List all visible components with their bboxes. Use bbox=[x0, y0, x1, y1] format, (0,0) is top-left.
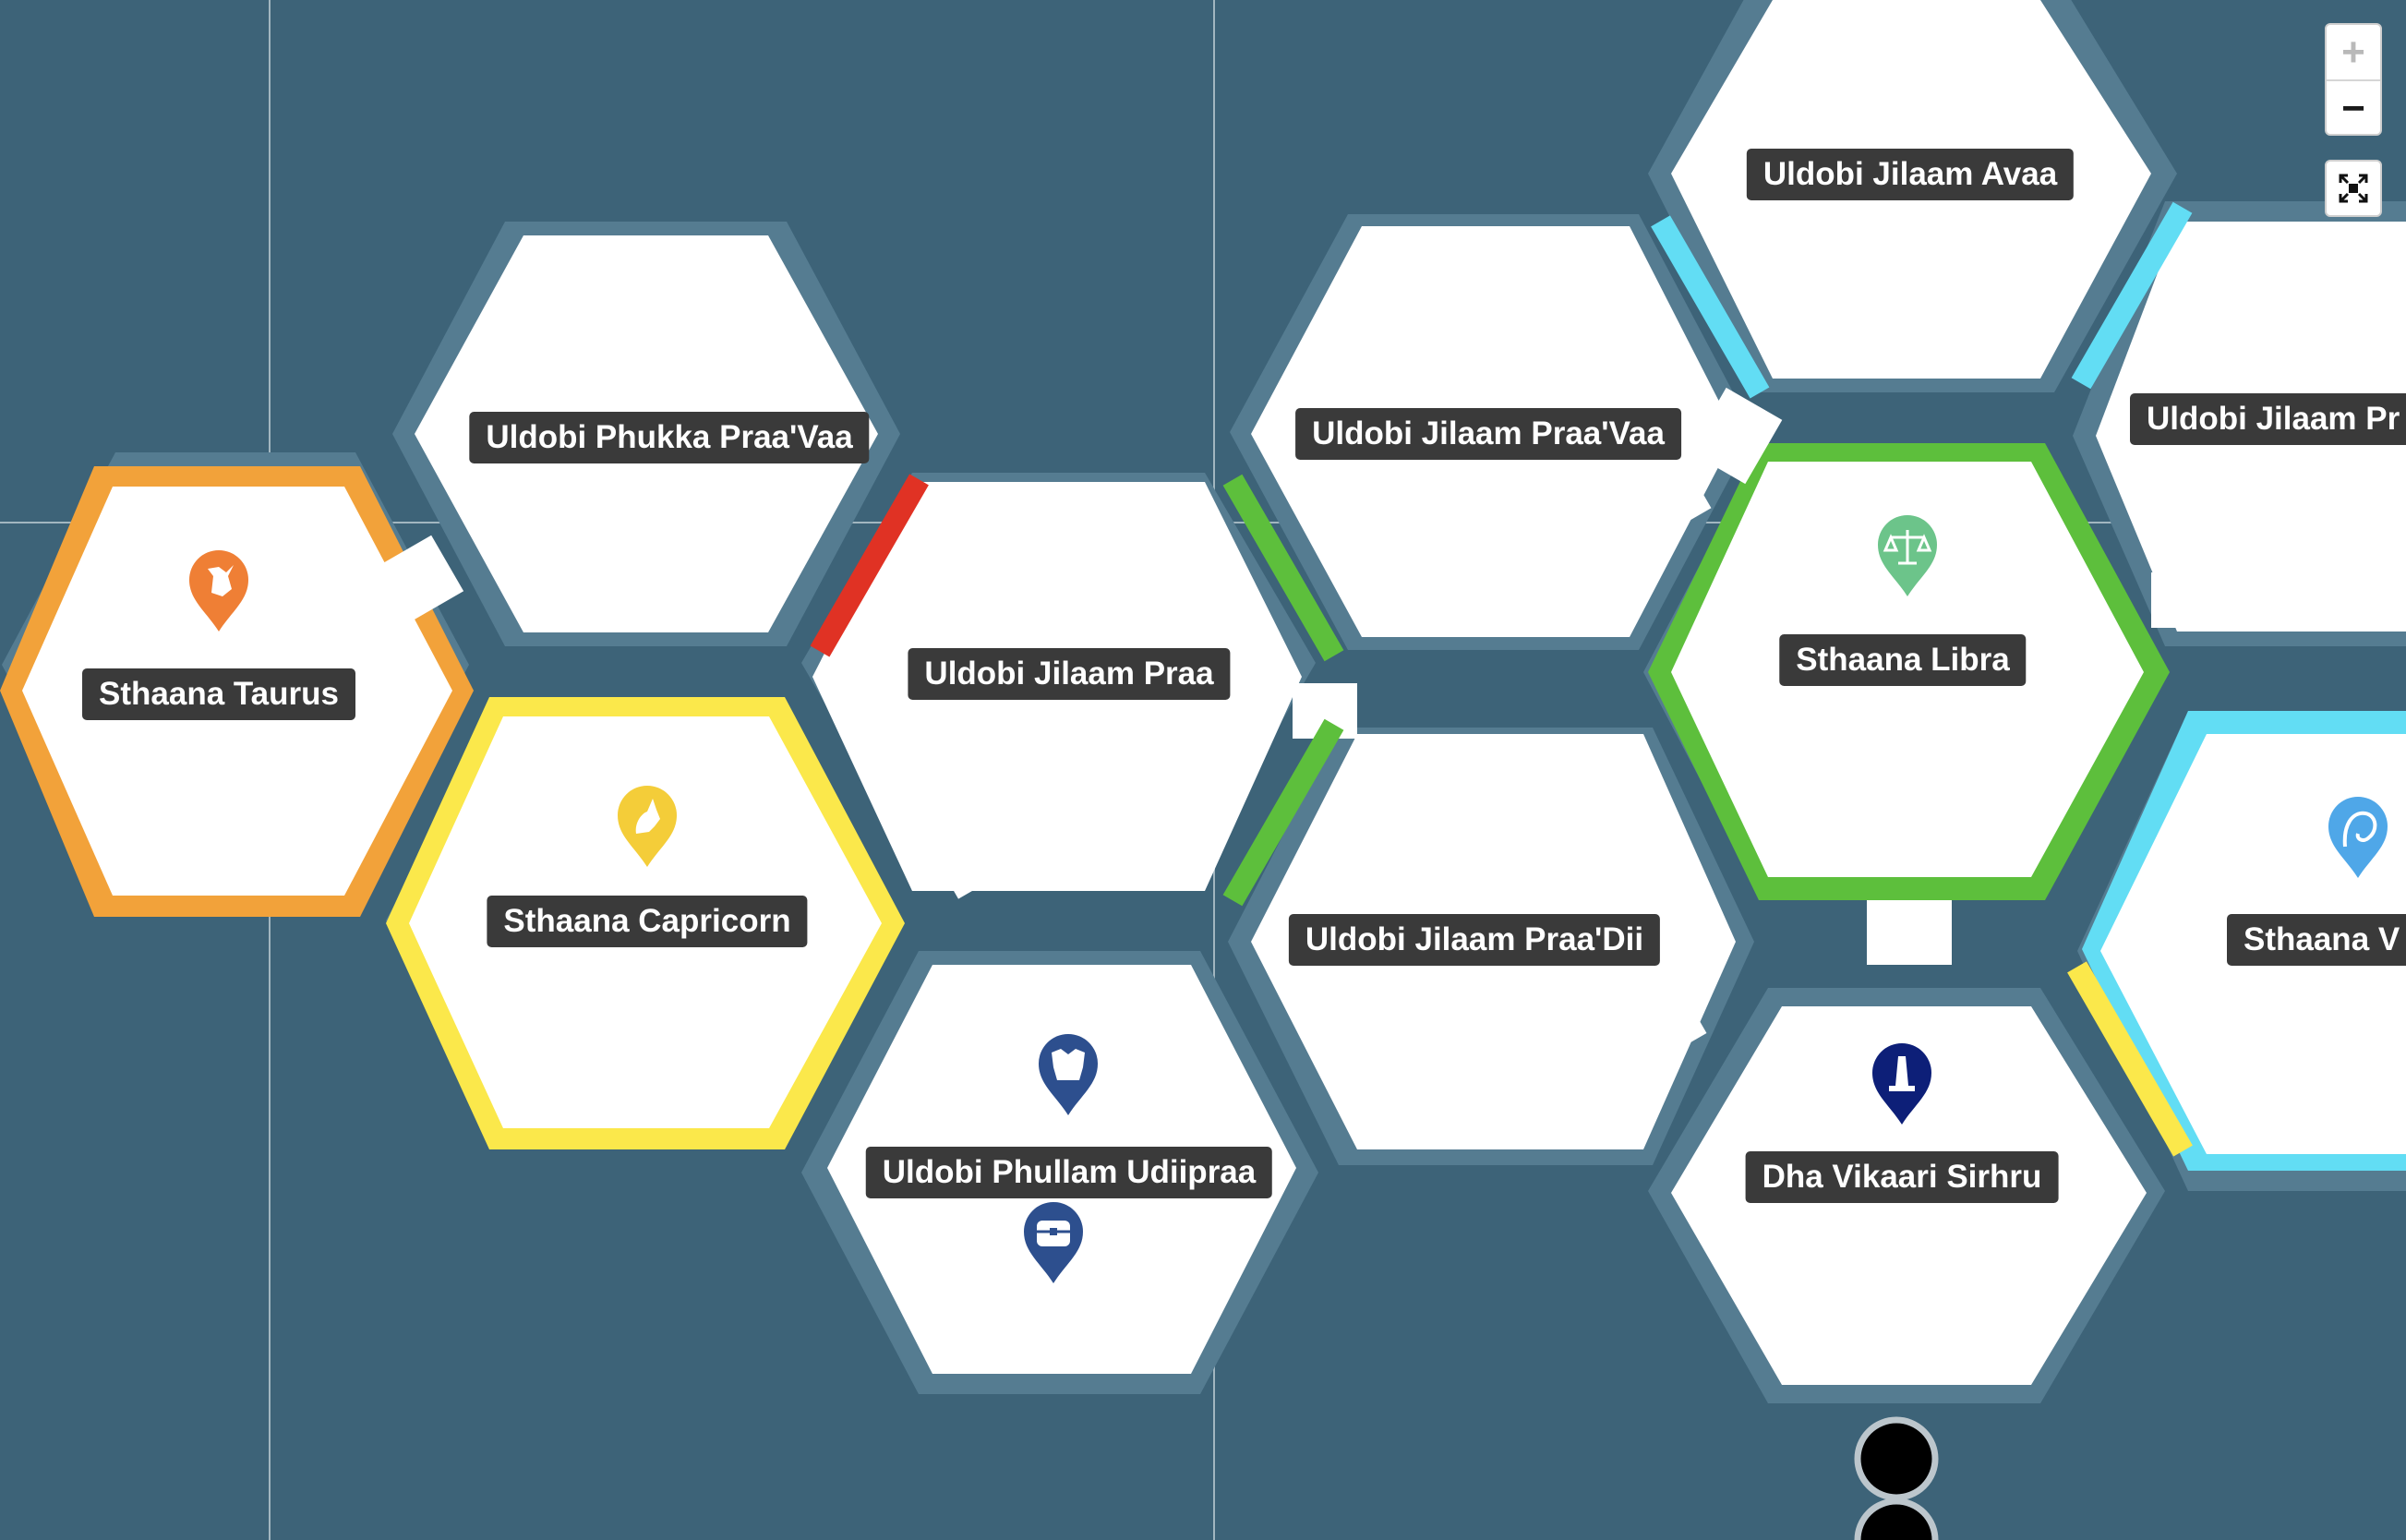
zoom-out-button[interactable]: − bbox=[2341, 85, 2365, 131]
label-uldobi-jilaam-praa-dii[interactable]: Uldobi Jilaam Praa'Dii bbox=[1288, 914, 1661, 966]
label-sthaana-v-partial[interactable]: Sthaana V bbox=[2227, 914, 2406, 966]
virgo-icon[interactable] bbox=[2328, 797, 2388, 878]
label-uldobi-phullam-udiipraa[interactable]: Uldobi Phullam Udiipraa bbox=[865, 1147, 1273, 1198]
fit-to-screen-icon bbox=[2339, 174, 2368, 203]
armor-icon[interactable] bbox=[1039, 1034, 1098, 1115]
treasure-chest-icon[interactable] bbox=[1024, 1202, 1083, 1283]
bottom-node-dot[interactable] bbox=[1854, 1416, 1939, 1501]
scales-icon[interactable] bbox=[1878, 515, 1937, 596]
label-dha-vikaari-sirhru[interactable]: Dha Vikaari Sirhru bbox=[1745, 1151, 2059, 1203]
door-yellow[interactable] bbox=[2067, 961, 2193, 1157]
label-sthaana-taurus[interactable]: Sthaana Taurus bbox=[82, 668, 355, 720]
label-uldobi-jilaam-praa-vaa[interactable]: Uldobi Jilaam Praa'Vaa bbox=[1295, 408, 1681, 460]
zoom-control: + − bbox=[2325, 23, 2382, 136]
map-bottom-nodes bbox=[1854, 1416, 1939, 1540]
label-sthaana-libra[interactable]: Sthaana Libra bbox=[1779, 634, 2027, 686]
goat-icon[interactable] bbox=[618, 786, 677, 867]
bottom-node-dot[interactable] bbox=[1854, 1498, 1939, 1540]
zoom-in-button[interactable]: + bbox=[2327, 25, 2380, 81]
label-uldobi-jilaam-praa[interactable]: Uldobi Jilaam Praa bbox=[908, 648, 1231, 700]
corridors bbox=[367, 387, 2207, 1061]
door-green-lower[interactable] bbox=[1222, 718, 1344, 907]
label-uldobi-phukka-praa-vaa[interactable]: Uldobi Phukka Praa'Vaa bbox=[469, 412, 870, 463]
tower-icon[interactable] bbox=[1872, 1043, 1931, 1125]
door-green-upper[interactable] bbox=[1222, 474, 1344, 662]
label-uldobi-jilaam-avaa[interactable]: Uldobi Jilaam Avaa bbox=[1746, 149, 2075, 200]
label-sthaana-capricorn[interactable]: Sthaana Capricorn bbox=[487, 896, 808, 947]
label-uldobi-jilaam-partial[interactable]: Uldobi Jilaam Pr bbox=[2130, 393, 2406, 445]
door-red[interactable] bbox=[810, 474, 929, 657]
door-cyan-left[interactable] bbox=[1651, 215, 1770, 399]
fit-to-screen-button[interactable] bbox=[2325, 160, 2382, 217]
door-cyan-right[interactable] bbox=[2071, 201, 2193, 390]
bull-icon[interactable] bbox=[189, 550, 248, 632]
